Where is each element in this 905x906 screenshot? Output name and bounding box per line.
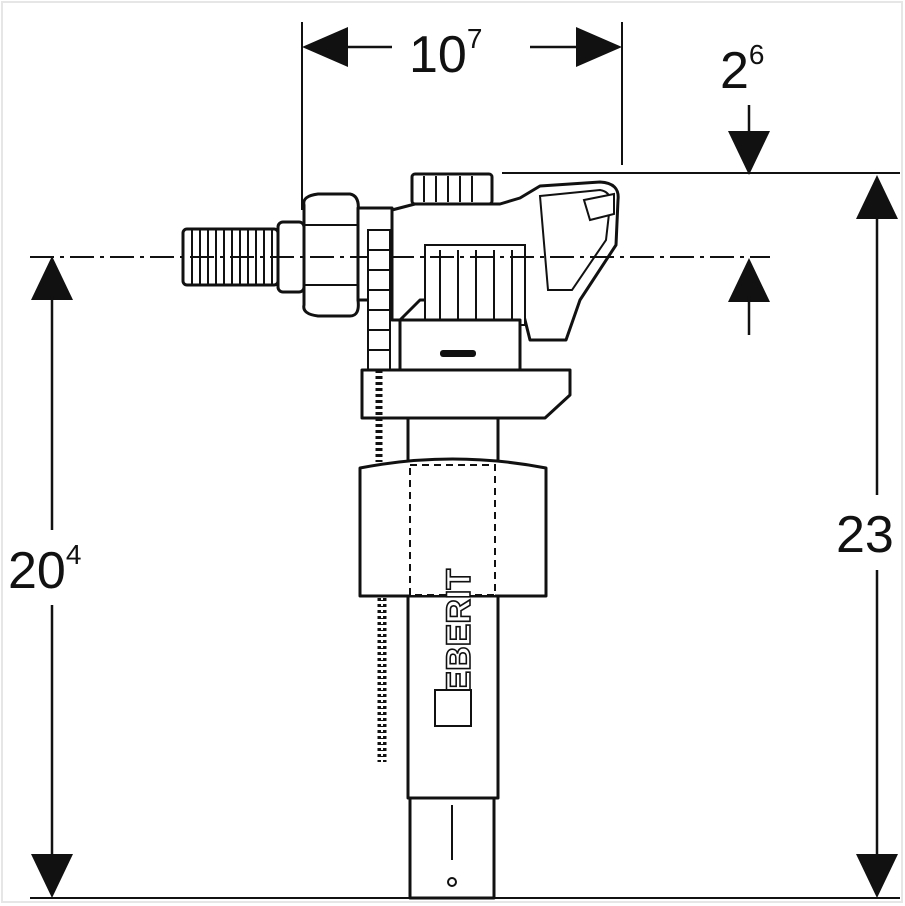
dimension-right-height: 23 <box>836 175 898 898</box>
float-hidden-edge <box>409 464 496 596</box>
fill-valve: GEBERIT <box>30 172 770 900</box>
dimension-top-offset: 26 <box>720 39 770 335</box>
arrowhead-right-bottom <box>856 854 898 898</box>
arrowhead-left-bottom <box>31 854 73 898</box>
dimension-top-width: 107 <box>301 22 623 210</box>
arrowhead-down <box>728 131 770 175</box>
dimension-label-right-height: 23 <box>836 506 894 564</box>
arrowhead-right <box>576 27 622 67</box>
arrowhead-right-top <box>856 175 898 219</box>
stem-hole <box>447 877 457 887</box>
dimension-left-height: 204 <box>8 256 81 898</box>
valve-slot <box>440 350 476 357</box>
threaded-inlet <box>181 192 394 318</box>
valve-head <box>390 172 620 372</box>
arrowhead-up <box>728 258 770 302</box>
dimension-label-top-offset: 26 <box>720 39 765 100</box>
lever-tip <box>582 192 615 222</box>
logo-square <box>434 689 472 727</box>
arrowhead-left-top <box>31 256 73 300</box>
coupling-nut <box>302 192 360 318</box>
clamp-block <box>360 368 572 420</box>
dimension-label-top-width: 107 <box>409 23 482 84</box>
arrowhead-left <box>302 27 348 67</box>
valve-neck <box>398 318 522 372</box>
dimension-label-left-height: 204 <box>8 539 81 600</box>
